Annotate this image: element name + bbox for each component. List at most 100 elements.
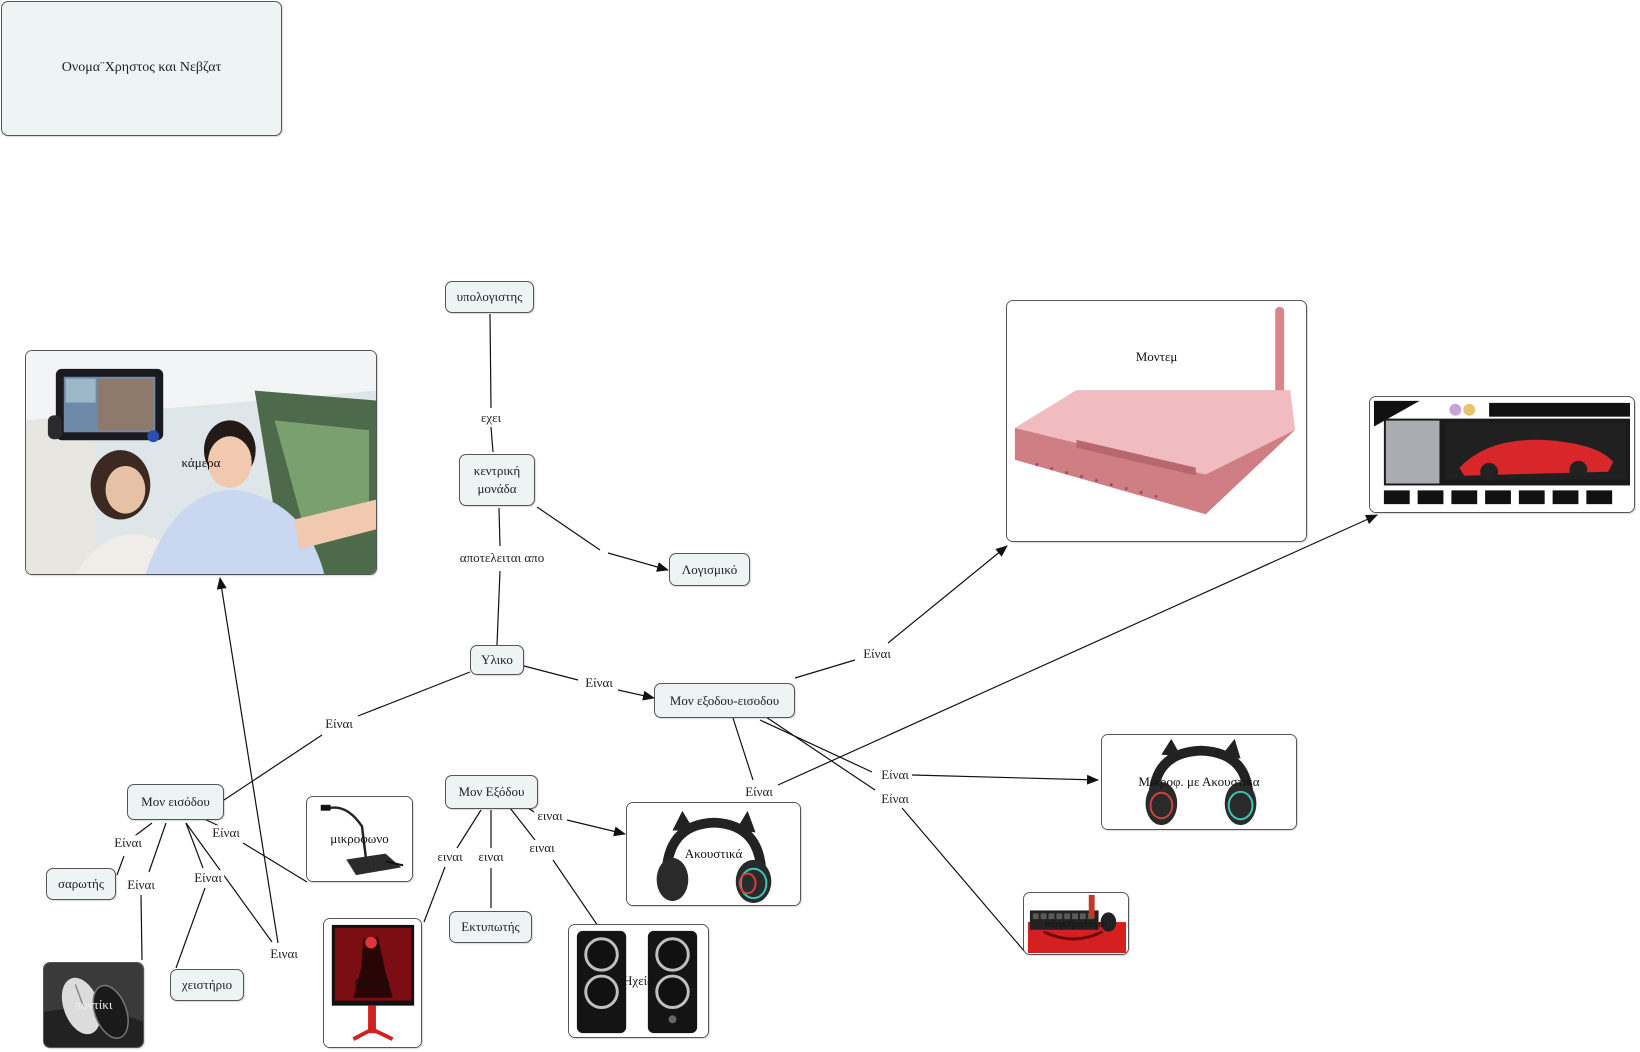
node-camera-label: κάμερα	[181, 454, 221, 470]
edge-hardware-input	[357, 671, 471, 717]
link-label-out-headphones: ειναι	[535, 808, 565, 824]
headphones-photo-icon	[1102, 735, 1296, 829]
edge-mouse-line	[140, 894, 143, 961]
node-speakers-label: Ηχεία	[623, 973, 654, 988]
node-monitor[interactable]: Οθόνη	[323, 918, 422, 1048]
edge-input-camera	[185, 822, 273, 943]
node-printer-label: Εκτυπωτής	[461, 919, 520, 935]
link-label-is-scanner: Είναι	[112, 835, 144, 851]
car-radio-photo-icon	[1370, 397, 1634, 512]
link-label-is-joystick: Είναι	[192, 870, 224, 886]
link-label-consists-of: αποτελειται απο	[457, 550, 547, 566]
edge-headphones-arrow	[566, 819, 626, 837]
edge-io-headset	[759, 719, 873, 773]
edge-input-joystick	[185, 822, 204, 869]
node-printer[interactable]: Εκτυπωτής	[449, 911, 532, 943]
node-software-label: Λογισμικό	[681, 561, 738, 577]
link-label-out-speakers: ειναι	[527, 840, 557, 856]
link-label-has: εχει	[478, 410, 504, 426]
link-label-is-modem: Είναι	[861, 646, 893, 662]
link-label-is-car: Είναι	[743, 784, 775, 800]
node-software[interactable]: Λογισμικό	[669, 553, 750, 586]
node-central-unit[interactable]: κεντρική μονάδα	[459, 454, 535, 506]
title-text: Ονομα¨Χρηστος και Νεβζατ	[61, 60, 222, 76]
edge-io-modem	[794, 659, 856, 679]
link-label-is-mouse: Είναι	[125, 877, 157, 893]
edge-keyboard-line	[901, 807, 1026, 953]
node-computer-label: υπολογιστης	[456, 289, 523, 305]
node-mouse[interactable]: ποντίκι	[43, 962, 144, 1048]
node-input-devices-label: Μον εισόδου	[141, 794, 210, 810]
node-microphone-label: μικροφωνο	[330, 831, 389, 846]
speakers-photo-icon	[569, 925, 708, 1037]
title-box[interactable]: Ονομα¨Χρηστος και Νεβζατ	[1, 1, 282, 136]
edge-output-speakers	[509, 807, 536, 841]
edge-central-consists	[498, 507, 501, 547]
node-headphones[interactable]: Ακουστικά	[626, 802, 801, 906]
node-headphones-label: Ακουστικά	[684, 846, 743, 861]
link-label-is-keyboard: Είναι	[879, 791, 911, 807]
node-scanner-label: σαρωτής	[57, 876, 105, 892]
edge-output-monitor	[456, 809, 482, 849]
link-label-out-printer: ειναι	[476, 849, 506, 865]
edge-speakers-line	[552, 859, 599, 927]
link-label-is-headset: Είναι	[879, 767, 911, 783]
link-label-is-input: Είναι	[323, 716, 355, 732]
node-computer[interactable]: υπολογιστης	[445, 281, 534, 313]
link-label-is-camera: Ειναι	[268, 946, 300, 962]
node-keyboard[interactable]: πληκτρολόγιο	[1023, 892, 1129, 955]
edge-car-arrow	[777, 514, 1378, 786]
monitor-photo-icon	[324, 919, 421, 1047]
edge-input-link	[223, 734, 323, 801]
node-io-devices[interactable]: Μον εξοδου-εισοδου	[654, 683, 795, 718]
node-monitor-label: Οθόνη	[355, 975, 390, 990]
node-speakers[interactable]: Ηχεία	[568, 924, 709, 1038]
node-joystick-label: χειστήριο	[181, 977, 233, 993]
edge-io-arrow	[617, 689, 655, 701]
edge-mic-line	[242, 842, 308, 883]
edge-has-central	[490, 426, 494, 453]
node-output-devices[interactable]: Μον Εξόδου	[445, 775, 538, 809]
node-input-devices[interactable]: Μον εισόδου	[127, 784, 224, 820]
edge-camera-arrow	[216, 577, 279, 944]
edge-central-software	[536, 506, 601, 551]
edge-input-mouse	[148, 822, 167, 873]
router-photo-icon	[1007, 301, 1306, 541]
edge-modem-arrow	[887, 545, 1008, 644]
edge-headset-arrow	[911, 774, 1099, 785]
link-label-is-mic: Είναι	[210, 825, 242, 841]
edge-hardware-io	[523, 665, 579, 681]
headphones-photo-icon	[627, 803, 800, 905]
mouse-photo-icon	[44, 963, 143, 1047]
node-microphone[interactable]: μικροφωνο	[306, 796, 413, 882]
node-keyboard-label: πληκτρολόγιο	[1045, 917, 1107, 930]
node-joystick[interactable]: χειστήριο	[170, 969, 244, 1001]
node-modem-label: Μοντεμ	[1135, 349, 1178, 364]
edge-scanner-line	[116, 855, 125, 876]
keyboard-photo-icon	[1024, 893, 1128, 954]
microphone-photo-icon	[307, 797, 412, 881]
node-headset-mic-label: Μικροφ. με Ακουστικα	[1138, 774, 1260, 789]
edge-central-software-arrow	[607, 552, 669, 572]
edge-joystick-line	[175, 887, 206, 969]
link-label-out-monitor: ειναι	[435, 849, 465, 865]
node-car-stereo[interactable]	[1369, 396, 1635, 513]
node-camera[interactable]: κάμερα	[25, 350, 377, 575]
link-label-is-io: Είναι	[583, 675, 615, 691]
edge-io-keyboard	[765, 716, 876, 791]
node-scanner[interactable]: σαρωτής	[46, 868, 116, 900]
node-hardware[interactable]: Υλικο	[470, 645, 524, 675]
node-hardware-label: Υλικο	[481, 652, 513, 668]
node-modem[interactable]: Μοντεμ	[1006, 300, 1307, 542]
node-central-unit-line1: κεντρική	[473, 463, 521, 479]
edge-monitor-line	[423, 866, 446, 923]
node-central-unit-line2: μονάδα	[477, 481, 517, 496]
node-output-devices-label: Μον Εξόδου	[458, 784, 525, 800]
dashcam-photo-icon	[26, 351, 376, 574]
node-io-devices-label: Μον εξοδου-εισοδου	[669, 692, 780, 708]
node-headset-mic[interactable]: Μικροφ. με Ακουστικα	[1101, 734, 1297, 830]
edge-consists-hardware	[496, 570, 501, 646]
edge-computer-has	[489, 313, 492, 409]
edge-io-car	[732, 717, 754, 781]
